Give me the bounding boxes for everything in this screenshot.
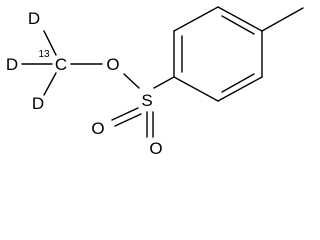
ring-bond-6 (173, 6, 219, 32)
sulfur-label: S (141, 91, 152, 110)
methyl-bond (261, 7, 304, 32)
structure-diagram: D D D 13 C O S O O (6, 6, 304, 158)
ring-sulfur-bond (153, 76, 175, 89)
sulfur-oxo-left-bond-a (111, 107, 139, 121)
ring-bond-1 (217, 6, 263, 32)
isotope-mass-label: 13 (38, 49, 50, 60)
oxo-oxygen-right-label: O (149, 139, 162, 158)
ring-double-bond-inner-1 (221, 15, 255, 35)
sulfur-oxo-left-bond-b (114, 113, 142, 127)
carbon-d-bottom-bond (43, 72, 57, 96)
sulfur-oxygen-bond (123, 73, 140, 89)
ring-bond-4 (173, 76, 219, 102)
molecule-drawing: D D D 13 C O S O O (6, 6, 304, 158)
carbon-label: C (55, 55, 67, 74)
carbon-d-top-bond (43, 30, 57, 56)
deuterium-label-bottom: D (32, 94, 44, 113)
ring-bond-3 (217, 76, 263, 102)
deuterium-label-top: D (28, 9, 40, 28)
ring-double-bond-inner-2 (221, 73, 255, 93)
oxo-oxygen-left-label: O (91, 119, 104, 138)
deuterium-label-left: D (6, 55, 18, 74)
ester-oxygen-label: O (106, 55, 119, 74)
